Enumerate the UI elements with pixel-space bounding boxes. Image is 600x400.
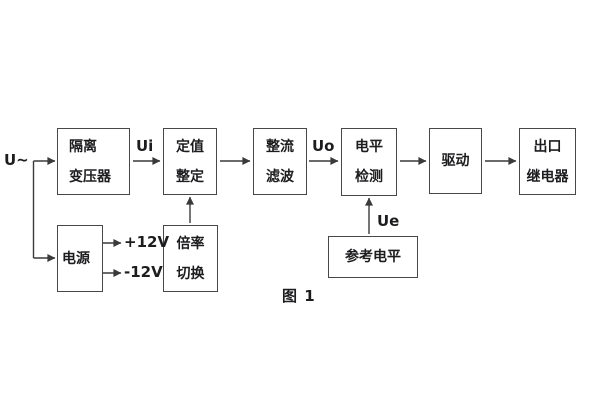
block-label: 检测 xyxy=(355,169,383,185)
block-label: 整定 xyxy=(176,168,204,185)
block-output-relay: 出口 继电器 xyxy=(519,128,576,195)
block-rectifier-filter: 整流 滤波 xyxy=(253,128,307,195)
block-power-supply: 电源 xyxy=(57,225,103,292)
block-label: 参考电平 xyxy=(345,249,401,265)
block-label: 继电器 xyxy=(526,168,569,185)
block-label: 滤波 xyxy=(266,168,294,185)
signal-label-ue: Ue xyxy=(377,212,400,230)
block-isolation-transformer: 隔离 变压器 xyxy=(57,128,130,195)
signal-label-ui: Ui xyxy=(136,137,154,155)
rail-label-plus12v: +12V xyxy=(124,233,170,251)
block-label: 倍率 xyxy=(176,235,205,252)
block-reference-level: 参考电平 xyxy=(328,236,418,278)
block-level-detection: 电平 检测 xyxy=(341,128,397,196)
block-label: 隔离 xyxy=(69,138,97,155)
block-label: 电源 xyxy=(62,250,90,267)
block-drive: 驱动 xyxy=(429,128,482,194)
signal-label-uo: Uo xyxy=(312,137,335,155)
block-label: 定值 xyxy=(176,138,204,155)
block-label: 出口 xyxy=(533,138,562,155)
figure-caption: 图 1 xyxy=(282,287,316,305)
input-signal-label: U~ xyxy=(4,151,29,169)
block-label: 电平 xyxy=(355,139,383,155)
block-label: 整流 xyxy=(266,138,294,155)
block-label: 变压器 xyxy=(69,168,111,185)
block-label: 驱动 xyxy=(441,153,470,169)
block-label: 切换 xyxy=(176,265,205,282)
block-setting: 定值 整定 xyxy=(163,128,217,195)
block-ratio-switch: 倍率 切换 xyxy=(163,225,218,292)
rail-label-minus12v: -12V xyxy=(124,263,163,281)
